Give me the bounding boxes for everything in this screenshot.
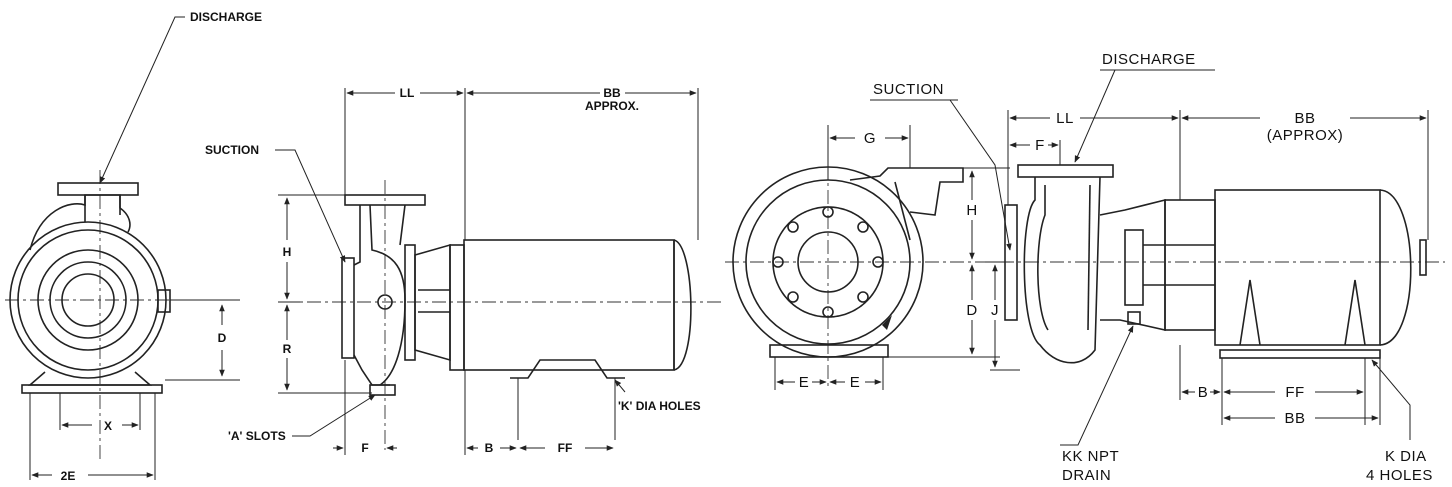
bb-base-dimension-label: BB [1284,410,1305,427]
bb-dimension-label-side: BB [603,86,621,100]
j-dimension-label: J [991,302,999,319]
k-dia-label: K DIA [1385,448,1427,465]
f-dimension-label-side: F [361,441,368,455]
suction-label-side: SUCTION [205,143,259,157]
r-dimension-label-side: R [283,342,292,356]
drain-label: DRAIN [1062,467,1111,484]
side-view: LL BB APPROX. H R SUCTION 'A' SLOTS F B [205,86,725,455]
bb-approx-label-right: (APPROX) [1267,127,1344,144]
ff-dimension-label-side: FF [558,441,573,455]
ll-dimension-label-right: LL [1056,110,1074,127]
a-slots-label: 'A' SLOTS [228,429,286,443]
h-dimension-label-side: H [283,245,292,259]
bb-dimension-label-right: BB [1294,110,1315,127]
bb-approx-label-side: APPROX. [585,99,639,113]
b-dimension-label-right: B [1198,384,1209,401]
d-dimension-label: D [218,331,227,345]
2e-dimension-label: 2E [61,469,76,483]
e-dimension-label-left: E [799,374,810,391]
d-dimension-label-right: D [966,302,977,319]
right-assembly-view: G E E H D J [725,51,1445,484]
kk-npt-label: KK NPT [1062,448,1119,465]
k-dia-holes-label-side: 'K' DIA HOLES [618,399,701,413]
g-dimension-label: G [864,130,876,147]
suction-label-right: SUCTION [873,81,944,98]
4-holes-label: 4 HOLES [1366,467,1433,484]
b-dimension-label-side: B [485,441,494,455]
e-dimension-label-right: E [850,374,861,391]
f-dimension-label-right: F [1035,137,1045,154]
ll-dimension-label-side: LL [400,86,415,100]
ff-dimension-label-right: FF [1285,384,1304,401]
discharge-label-right: DISCHARGE [1102,51,1196,68]
x-dimension-label: X [104,419,112,433]
end-view: X 2E D DISCHARGE [5,10,262,483]
discharge-label-end-view: DISCHARGE [190,10,262,24]
h-dimension-label-right: H [966,202,977,219]
